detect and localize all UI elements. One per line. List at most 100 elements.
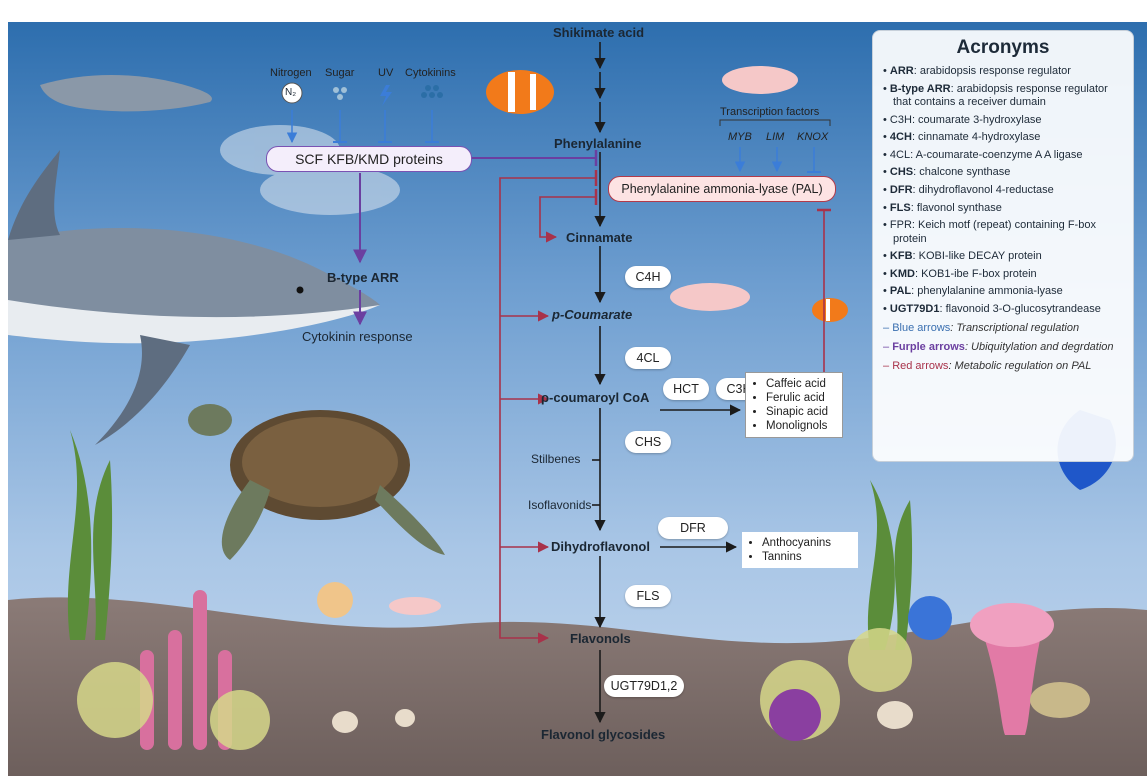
acronym-abbr: B-type ARR: [890, 83, 951, 95]
acronym-item: KFB: KOBI-like DECAY protein: [883, 250, 1125, 263]
product-item: Sinapic acid: [766, 405, 834, 419]
enzyme-ugt79d1: UGT79D1,2: [604, 675, 684, 697]
acronym-definition: : chalcone synthase: [913, 166, 1010, 178]
legend-label: Furple arrows: [892, 341, 965, 353]
acronym-abbr: UGT79D1: [890, 303, 940, 315]
acronyms-list: ARR: arabidopsis response regulatorB-typ…: [873, 65, 1133, 316]
scf-kfb-kmd-node: SCF KFB/KMD proteins: [266, 146, 472, 172]
transcription-factors-label: Transcription factors: [720, 106, 819, 118]
legend-item: – Furple arrows: Ubiquitylation and degr…: [883, 340, 1133, 354]
enzyme-hct: HCT: [663, 378, 709, 400]
striped-fish: [1030, 682, 1090, 718]
acronym-item: ARR: arabidopsis response regulator: [883, 65, 1125, 78]
n2-label: N₂: [285, 87, 296, 98]
acronym-abbr: FPR: [890, 219, 912, 231]
acronym-abbr: 4CL: [890, 149, 910, 161]
enzyme-dfr: DFR: [658, 517, 728, 539]
sugar-label: Sugar: [325, 67, 354, 79]
cinnamate-node: Cinnamate: [566, 230, 632, 245]
pink-fish: [722, 66, 798, 94]
acronym-definition: : A-coumarate-coenzyme A A ligase: [910, 149, 1082, 161]
acronym-item: CHS: chalcone synthase: [883, 166, 1125, 179]
acronym-abbr: 4CH: [890, 131, 912, 143]
acronym-definition: : coumarate 3-hydroxylase: [912, 114, 1042, 126]
acronym-item: FPR: Keich motf (repeat) containing F-bo…: [883, 219, 1125, 246]
clownfish-small: [812, 298, 848, 322]
phenylalanine-node: Phenylalanine: [554, 136, 641, 151]
acronym-definition: : cinnamate 4-hydroxylase: [912, 131, 1040, 143]
acronym-definition: : flavonol synthase: [911, 202, 1002, 214]
knox-label: KNOX: [797, 131, 828, 143]
phenylpropanoid-products-box: Caffeic acidFerulic acidSinapic acidMono…: [745, 372, 843, 438]
product-item: Anthocyanins: [762, 536, 850, 550]
anemone-orange: [317, 582, 353, 618]
acronym-definition: : Keich motf (repeat) containing F-box p…: [893, 219, 1096, 244]
cytokinin-response-node: Cytokinin response: [302, 329, 413, 344]
myb-label: MYB: [728, 131, 752, 143]
shell: [395, 709, 415, 727]
shell: [877, 701, 913, 729]
product-item: Tannins: [762, 550, 850, 564]
acronym-item: KMD: KOB1-ibe F-box protein: [883, 268, 1125, 281]
acronym-item: DFR: dihydroflavonol 4-reductase: [883, 184, 1125, 197]
blue-coral: [908, 596, 952, 640]
sea-urchin-yellow: [848, 628, 912, 692]
legend-label: Red arrows: [892, 360, 948, 372]
acronym-abbr: CHS: [890, 166, 913, 178]
acronym-abbr: KMD: [890, 268, 915, 280]
flavonol-glycosides-node: Flavonol glycosides: [541, 727, 665, 742]
pink-fish: [670, 283, 750, 311]
acronym-abbr: C3H: [890, 114, 912, 126]
pal-node: Phenylalanine ammonia-lyase (PAL): [608, 176, 836, 202]
acronym-abbr: KFB: [890, 250, 913, 262]
acronyms-title: Acronyms: [873, 37, 1133, 59]
product-item: Caffeic acid: [766, 377, 834, 391]
sea-urchin-purple: [769, 689, 821, 741]
shikimate-node: Shikimate acid: [553, 25, 644, 40]
acronym-item: B-type ARR: arabidopsis response regulat…: [883, 83, 1125, 110]
acronym-item: FLS: flavonol synthase: [883, 202, 1125, 215]
legend-item: – Blue arrows: Transcriptional regulatio…: [883, 321, 1133, 335]
product-item: Ferulic acid: [766, 391, 834, 405]
acronym-item: UGT79D1: flavonoid 3-O-glucosytrandease: [883, 303, 1125, 316]
acronym-abbr: ARR: [890, 65, 914, 77]
acronyms-panel: Acronyms ARR: arabidopsis response regul…: [872, 30, 1134, 462]
legend-text: : Transcriptional regulation: [950, 322, 1079, 334]
coumaroyl-coa-node: ρ-coumaroyl CoA: [541, 390, 649, 405]
acronym-item: 4CH: cinnamate 4-hydroxylase: [883, 131, 1125, 144]
acronym-definition: : dihydroflavonol 4-reductase: [913, 184, 1054, 196]
acronym-abbr: DFR: [890, 184, 913, 196]
dihydroflavonol-node: Dihydroflavonol: [551, 539, 650, 554]
acronym-definition: : flavonoid 3-O-glucosytrandease: [939, 303, 1100, 315]
enzyme-c4h: C4H: [625, 266, 671, 288]
sea-urchin-yellow: [210, 690, 270, 750]
arrow-legend: – Blue arrows: Transcriptional regulatio…: [873, 321, 1133, 373]
legend-text: : Metabolic regulation on PAL: [948, 360, 1091, 372]
acronym-item: C3H: coumarate 3-hydroxylase: [883, 114, 1125, 127]
sea-urchin-yellow: [77, 662, 153, 738]
uv-label: UV: [378, 67, 393, 79]
acronym-definition: : phenylalanine ammonia-lyase: [911, 285, 1063, 297]
acronym-abbr: PAL: [890, 285, 911, 297]
acronym-item: 4CL: A-coumarate-coenzyme A A ligase: [883, 149, 1125, 162]
enzyme-fls: FLS: [625, 585, 671, 607]
p-coumarate-node: p-Coumarate: [552, 307, 632, 322]
flavonols-node: Flavonols: [570, 631, 631, 646]
product-item: Monolignols: [766, 419, 834, 433]
enzyme-4cl: 4CL: [625, 347, 671, 369]
shell: [332, 711, 358, 733]
acronym-definition: : arabidopsis response regulator: [914, 65, 1071, 77]
dfr-products-box: AnthocyaninsTannins: [742, 532, 858, 568]
acronym-definition: : KOB1-ibe F-box protein: [915, 268, 1037, 280]
clownfish: [486, 70, 554, 114]
acronym-definition: : KOBI-like DECAY protein: [913, 250, 1042, 262]
lim-label: LIM: [766, 131, 784, 143]
isoflavonids-node: Isoflavonids: [528, 498, 591, 512]
nitrogen-label: Nitrogen: [270, 67, 312, 79]
pink-fish: [389, 597, 441, 615]
acronym-item: PAL: phenylalanine ammonia-lyase: [883, 285, 1125, 298]
stilbenes-node: Stilbenes: [531, 452, 580, 466]
acronym-abbr: FLS: [890, 202, 911, 214]
enzyme-chs: CHS: [625, 431, 671, 453]
